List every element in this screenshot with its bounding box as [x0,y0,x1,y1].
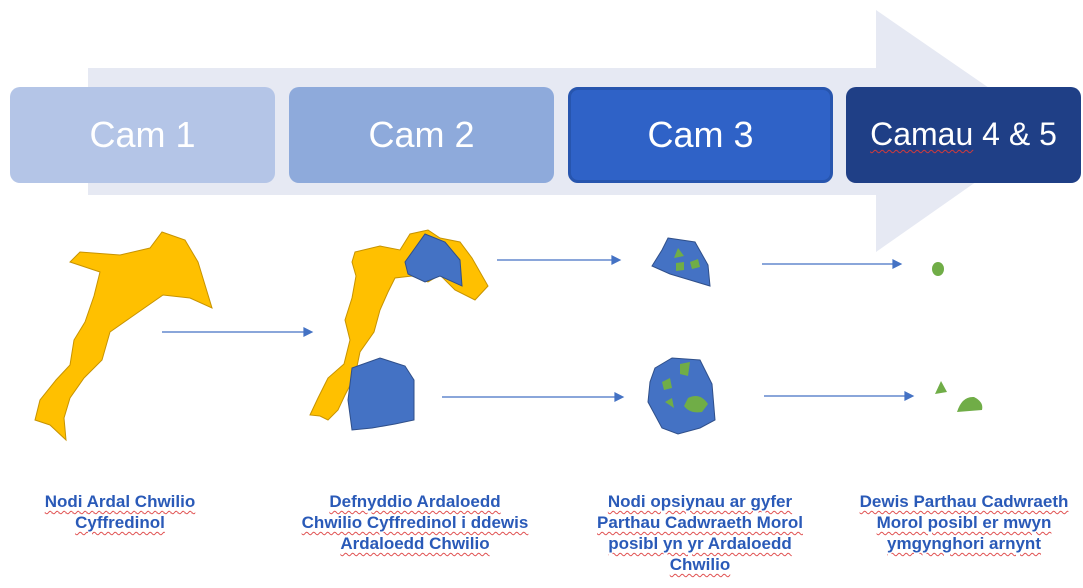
caption-step-3: Nodi opsiynau ar gyfer Parthau Cadwraeth… [597,492,803,574]
chosen-zone [935,381,947,394]
caption-step-2: Defnyddio Ardaloedd Chwilio Cyffredinol … [301,492,529,553]
candidate-zone [680,362,690,376]
selected-search-area-south [347,357,415,431]
search-area-option-bottom [647,357,716,435]
step-box-cam-2: Cam 2 [289,87,554,183]
step-label-rest: 4 & 5 [973,116,1057,153]
step-box-camau-4-5: Camau 4 & 5 [846,87,1081,183]
candidate-zone [684,396,708,413]
step-label: Cam 1 [89,114,196,156]
step-label: Camau 4 & 5 [870,116,1057,153]
step-label-word: Camau [870,116,974,153]
chosen-zone [957,396,983,412]
candidate-zone [690,259,700,269]
selected-search-area-north [404,233,463,287]
candidate-zone [662,378,672,390]
caption-step-4-5: Dewis Parthau Cadwraeth Morol posibl er … [859,492,1069,553]
connector-arrowhead [611,255,622,265]
connector-arrowhead [303,327,314,337]
step-label: Cam 2 [368,114,475,156]
chosen-zone [932,262,944,276]
candidate-zone [676,262,684,271]
connector-arrowhead [904,391,915,401]
connector-arrowhead [614,392,625,402]
caption-step-1: Nodi Ardal Chwilio Cyffredinol [44,492,196,532]
candidate-zone [674,248,684,258]
general-search-area-shape [34,231,213,442]
search-area-option-top [651,237,711,287]
step-label: Cam 3 [647,114,754,156]
connector-arrowhead [892,259,903,269]
candidate-zone [665,398,674,408]
step-box-cam-3: Cam 3 [568,87,833,183]
step-box-cam-1: Cam 1 [10,87,275,183]
